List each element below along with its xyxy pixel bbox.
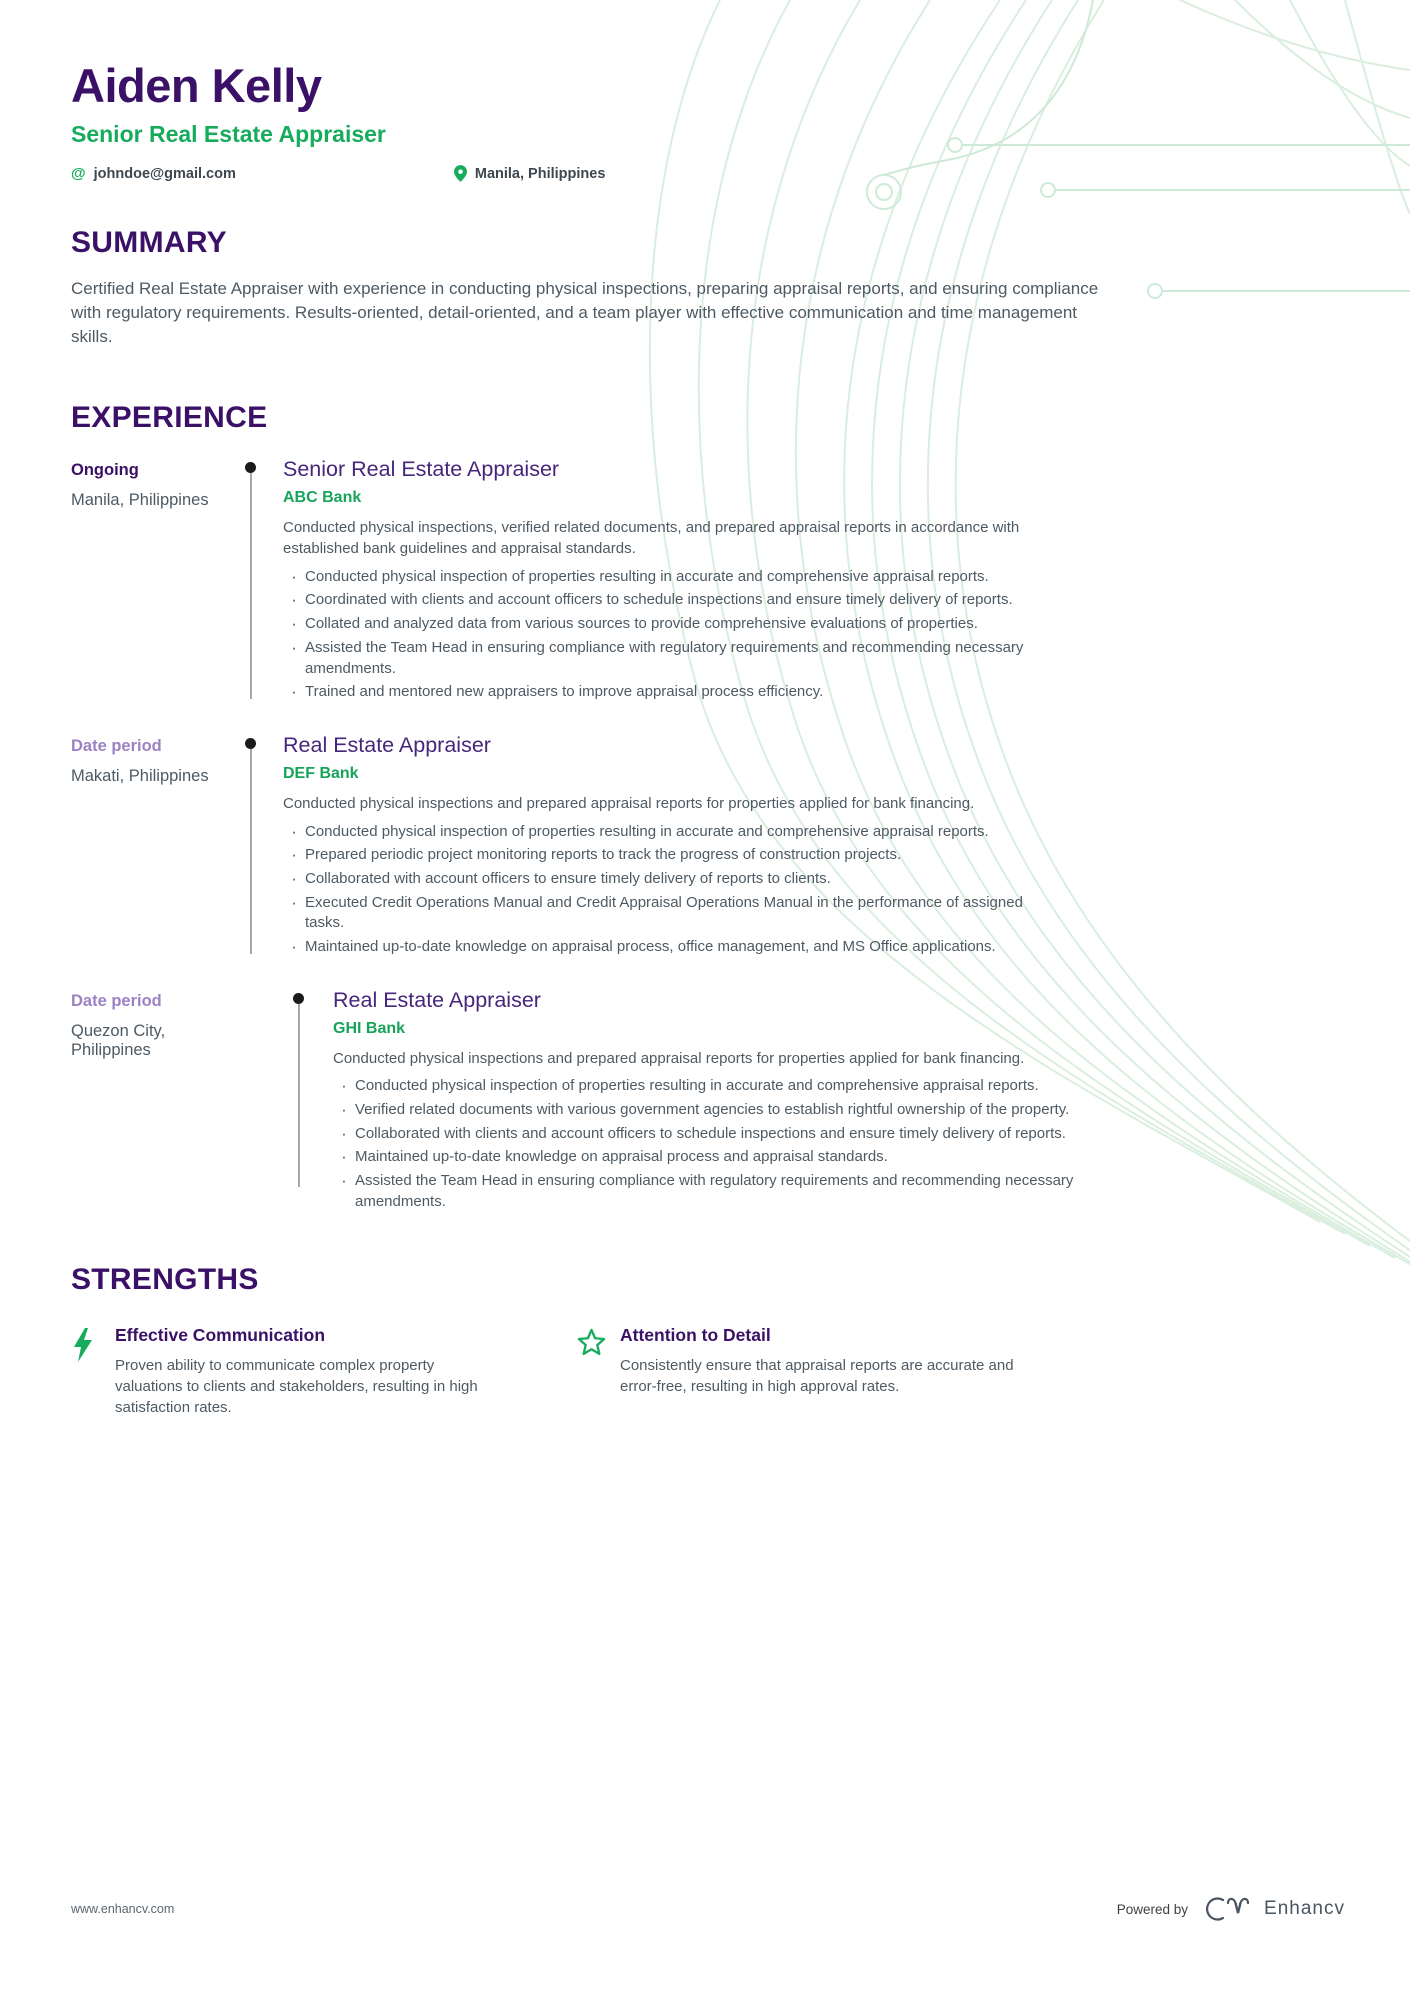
job-meta: Date period Makati, Philippines — [71, 737, 246, 786]
strength-item-detail: Attention to Detail Consistently ensure … — [576, 1325, 1020, 1418]
bullet-item: ·Maintained up-to-date knowledge on appr… — [283, 937, 1058, 958]
job-entry-3: Date period Quezon City, Philippines Rea… — [71, 988, 1345, 1213]
experience-heading: EXPERIENCE — [71, 401, 268, 435]
job-company: ABC Bank — [283, 489, 362, 507]
footer: www.enhancv.com Powered by Enhancv — [0, 1893, 1410, 1925]
summary-text: Certified Real Estate Appraiser with exp… — [71, 279, 1099, 347]
location-item: Manila, Philippines — [453, 165, 606, 182]
job-company: GHI Bank — [333, 1019, 406, 1037]
enhancv-logo-icon — [1204, 1893, 1256, 1925]
footer-website-link[interactable]: www.enhancv.com — [71, 1902, 175, 1916]
bullet-dot-icon: · — [291, 821, 297, 841]
job-period: Date period — [71, 736, 162, 755]
job-title: Senior Real Estate Appraiser — [283, 457, 560, 482]
bullet-item: ·Conducted physical inspection of proper… — [333, 1076, 1083, 1097]
location-pin-icon — [453, 165, 467, 182]
job-bullets: ·Conducted physical inspection of proper… — [283, 567, 1058, 703]
bullet-dot-icon: · — [291, 892, 297, 912]
enhancv-brand-text: Enhancv — [1264, 1898, 1345, 1919]
strength-text: Consistently ensure that appraisal repor… — [620, 1356, 1014, 1395]
bullet-dot-icon: · — [341, 1076, 347, 1096]
job-location: Manila, Philippines — [71, 491, 209, 510]
job-description: Conducted physical inspections, verified… — [283, 519, 1020, 558]
bullet-dot-icon: · — [291, 937, 297, 956]
at-icon: @ — [71, 165, 86, 182]
summary-section: SUMMARY Certified Real Estate Appraiser … — [71, 226, 1345, 349]
bullet-dot-icon: · — [291, 614, 297, 634]
experience-section: EXPERIENCE Ongoing Manila, Philippines S… — [71, 401, 1345, 1212]
bullet-item: ·Conducted physical inspection of proper… — [283, 567, 1058, 588]
bullet-dot-icon: · — [291, 590, 297, 610]
contact-row: @ johndoe@gmail.com Manila, Philippines — [71, 165, 1345, 182]
job-title: Real Estate Appraiser — [283, 732, 491, 757]
job-title: Real Estate Appraiser — [333, 987, 541, 1012]
summary-heading: SUMMARY — [71, 226, 227, 259]
bullet-dot-icon: · — [341, 1147, 347, 1167]
bullet-item: ·Conducted physical inspection of proper… — [283, 822, 1058, 843]
strengths-heading: STRENGTHS — [71, 1262, 259, 1296]
candidate-title: Senior Real Estate Appraiser — [71, 121, 386, 147]
strengths-section: STRENGTHS Effective Communication Proven… — [71, 1263, 1345, 1418]
bullet-dot-icon: · — [341, 1171, 347, 1191]
timeline-dot — [245, 737, 256, 749]
bullet-item: ·Assisted the Team Head in ensuring comp… — [283, 638, 1058, 679]
job-bullets: ·Conducted physical inspection of proper… — [283, 822, 1058, 958]
candidate-name: Aiden Kelly — [71, 59, 322, 112]
email-text: johndoe@gmail.com — [93, 165, 236, 182]
bullet-item: ·Trained and mentored new appraisers to … — [283, 682, 1058, 703]
bullet-dot-icon: · — [291, 868, 297, 888]
bullet-item: ·Collaborated with account officers to e… — [283, 869, 1058, 890]
timeline-line — [298, 1003, 300, 1187]
bullet-item: ·Verified related documents with various… — [333, 1100, 1083, 1121]
timeline-dot — [293, 992, 304, 1004]
powered-by-label: Powered by — [1116, 1901, 1189, 1917]
circuit-lines — [866, 0, 1410, 299]
timeline-line — [250, 748, 252, 954]
bullet-item: ·Assisted the Team Head in ensuring comp… — [333, 1171, 1083, 1212]
bullet-dot-icon: · — [341, 1100, 347, 1120]
bullet-dot-icon: · — [291, 682, 297, 702]
bullet-item: ·Prepared periodic project monitoring re… — [283, 845, 1058, 866]
bullet-item: ·Maintained up-to-date knowledge on appr… — [333, 1147, 1083, 1168]
header: Aiden Kelly Senior Real Estate Appraiser… — [71, 58, 1345, 182]
bullet-dot-icon: · — [291, 566, 297, 586]
job-meta: Ongoing Manila, Philippines — [71, 461, 246, 510]
swirl-lines — [648, 0, 1410, 1266]
email-item[interactable]: @ johndoe@gmail.com — [71, 165, 236, 182]
bullet-dot-icon: · — [291, 637, 297, 657]
job-description: Conducted physical inspections and prepa… — [283, 794, 975, 812]
strength-text: Proven ability to communicate complex pr… — [115, 1356, 478, 1416]
job-company: DEF Bank — [283, 764, 359, 782]
timeline-line — [250, 473, 252, 699]
bullet-dot-icon: · — [341, 1123, 347, 1143]
bullet-item: ·Coordinated with clients and account of… — [283, 590, 1058, 611]
job-period: Ongoing — [71, 461, 139, 480]
job-meta: Date period Quezon City, Philippines — [71, 992, 246, 1060]
job-location: Quezon City, Philippines — [71, 1021, 166, 1059]
job-bullets: ·Conducted physical inspection of proper… — [333, 1076, 1083, 1212]
job-location: Makati, Philippines — [71, 766, 209, 785]
bullet-item: ·Collated and analyzed data from various… — [283, 614, 1058, 635]
job-entry-1: Ongoing Manila, Philippines Senior Real … — [71, 457, 1345, 703]
job-description: Conducted physical inspections and prepa… — [333, 1049, 1025, 1067]
timeline-dot — [245, 462, 256, 474]
bullet-item: ·Executed Credit Operations Manual and C… — [283, 893, 1058, 934]
bullet-dot-icon: · — [291, 845, 297, 865]
job-entry-2: Date period Makati, Philippines Real Est… — [71, 733, 1345, 958]
job-period: Date period — [71, 991, 162, 1010]
bullet-item: ·Collaborated with clients and account o… — [333, 1124, 1083, 1145]
star-icon — [576, 1325, 606, 1418]
strength-item-communication: Effective Communication Proven ability t… — [71, 1325, 576, 1418]
lightning-icon — [71, 1325, 101, 1418]
background-decoration — [648, 0, 1410, 1266]
strength-title: Effective Communication — [115, 1324, 326, 1345]
strength-title: Attention to Detail — [620, 1324, 771, 1345]
location-text: Manila, Philippines — [474, 165, 606, 182]
corner-arcs — [1179, 0, 1410, 215]
